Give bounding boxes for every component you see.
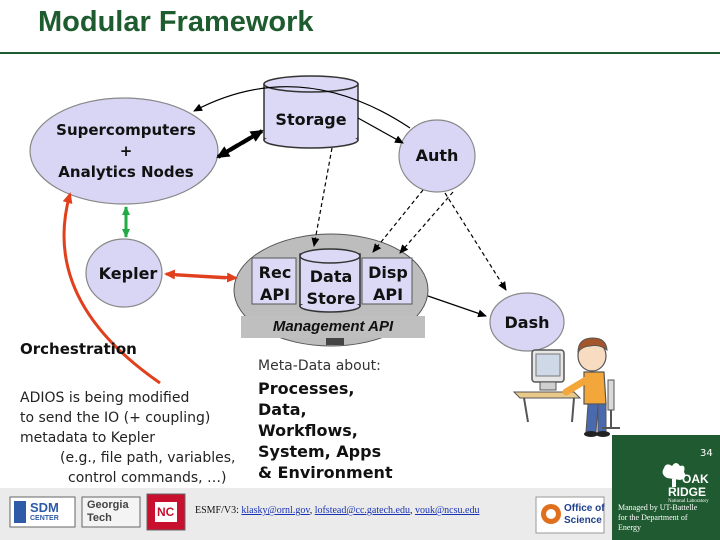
ridge-line: RIDGE <box>668 485 707 499</box>
sdm-logo-subtext: CENTER <box>30 515 59 522</box>
auth-dash-dashed <box>444 192 507 291</box>
rec-api-node: Rec API <box>254 262 296 306</box>
managed-line-1: Managed by UT-Battelle <box>618 503 698 512</box>
metadata-heading: Meta-Data about: <box>258 358 381 374</box>
title-underline <box>0 52 720 54</box>
email-link-lofstead[interactable]: lofstead@cc.gatech.edu <box>314 505 410 516</box>
dash-ellipse <box>489 292 565 352</box>
super-storage-arrow-a <box>216 143 240 159</box>
adios-line-3: metadata to Kepler <box>20 430 156 446</box>
footer-credits: ESMF/V3: klasky@ornl.gov, lofstead@cc.ga… <box>195 505 480 516</box>
managed-by-text: Managed by UT-Battelle for the Departmen… <box>618 503 718 533</box>
metadata-item: Workflows, <box>258 421 358 440</box>
metadata-item: & Environment <box>258 463 393 482</box>
storage-cylinder <box>263 75 359 149</box>
adios-line-4: (e.g., file path, variables, <box>60 450 236 466</box>
email-link-klasky[interactable]: klasky@ornl.gov <box>241 505 310 516</box>
dash-label: Dash <box>504 313 550 332</box>
office-line-2: Science <box>564 515 602 526</box>
adios-line-2: to send the IO (+ coupling) <box>20 410 211 426</box>
supercomputers-label: Supercomputers <box>56 121 196 139</box>
red-arrow-left <box>164 269 201 280</box>
oak-line: OAK <box>682 472 709 486</box>
adios-line-5: control commands, …) <box>68 470 227 486</box>
kepler-ellipse <box>85 238 163 308</box>
plus-label: + <box>119 142 133 160</box>
metadata-item: Data, <box>258 400 307 419</box>
managed-line-2: for the Department of <box>618 513 688 522</box>
hub-dash-arrow <box>427 295 487 318</box>
page-number: 34 <box>700 448 713 459</box>
management-api-box: Management API <box>241 316 425 338</box>
auth-label: Auth <box>415 146 459 165</box>
ncsu-logo-text: NC <box>157 505 175 519</box>
gatech-logo-text: Georgia Tech <box>87 499 129 525</box>
sdm-center-logo <box>9 496 76 528</box>
oak-ridge-logo-text: OAK RIDGE <box>668 473 709 499</box>
storage-datastore-dashed <box>311 147 333 247</box>
oak-ridge-subtext: National Laboratory <box>668 499 709 504</box>
metadata-item: System, Apps <box>258 442 382 461</box>
adios-note: ADIOS is being modified to send the IO (… <box>20 388 242 488</box>
data-label: Data <box>309 267 353 286</box>
red-arrow-right <box>199 272 238 283</box>
supercomputers-node: Supercomputers + Analytics Nodes <box>36 120 216 183</box>
adios-curve-arrow <box>62 192 161 385</box>
ornl-panel <box>612 435 720 540</box>
disp-api-label: API <box>372 285 404 304</box>
rec-label: Rec <box>258 263 292 282</box>
auth-hub-dashed-2 <box>399 191 454 254</box>
ncsu-logo <box>146 493 186 531</box>
email-link-vouk[interactable]: vouk@ncsu.edu <box>414 505 480 516</box>
rec-api-box <box>251 257 297 305</box>
storage-auth-arrow <box>357 117 404 144</box>
adios-line-1: ADIOS is being modified <box>20 390 190 406</box>
store-label: Store <box>306 289 356 308</box>
disp-api-box <box>361 257 413 305</box>
gatech-line-1: Georgia <box>87 499 129 511</box>
data-store-node: Data Store <box>304 266 358 310</box>
analytics-nodes-label: Analytics Nodes <box>58 163 194 181</box>
footer-prefix: ESMF/V3: <box>195 505 242 516</box>
office-line-1: Office of <box>564 503 605 514</box>
data-store-cylinder <box>299 248 361 313</box>
auth-ellipse <box>398 119 476 193</box>
kepler-label: Kepler <box>98 264 158 283</box>
auth-hub-dashed <box>372 189 424 253</box>
metadata-list: Processes, Data, Workflows, System, Apps… <box>258 378 393 483</box>
person-at-computer-icon <box>512 337 620 437</box>
office-of-science-logo <box>535 496 605 534</box>
orchestration-label: Orchestration <box>20 340 137 358</box>
disp-api-node: Disp API <box>364 262 412 306</box>
page-title: Modular Framework <box>38 6 314 38</box>
super-storage-arrow-b <box>240 129 264 145</box>
storage-label: Storage <box>275 110 347 129</box>
auth-super-arrow <box>193 86 411 129</box>
oak-ridge-tree-icon <box>662 463 686 487</box>
gatech-line-2: Tech <box>87 512 112 524</box>
mgmt-api-stub <box>326 338 344 345</box>
rec-api-label: API <box>259 285 291 304</box>
managed-line-3: Energy <box>618 523 641 532</box>
georgia-tech-logo <box>81 496 141 528</box>
office-logo-text: Office of Science <box>564 503 605 527</box>
sdm-logo-text: SDM <box>30 500 59 515</box>
disp-label: Disp <box>368 263 408 282</box>
metadata-item: Processes, <box>258 379 355 398</box>
